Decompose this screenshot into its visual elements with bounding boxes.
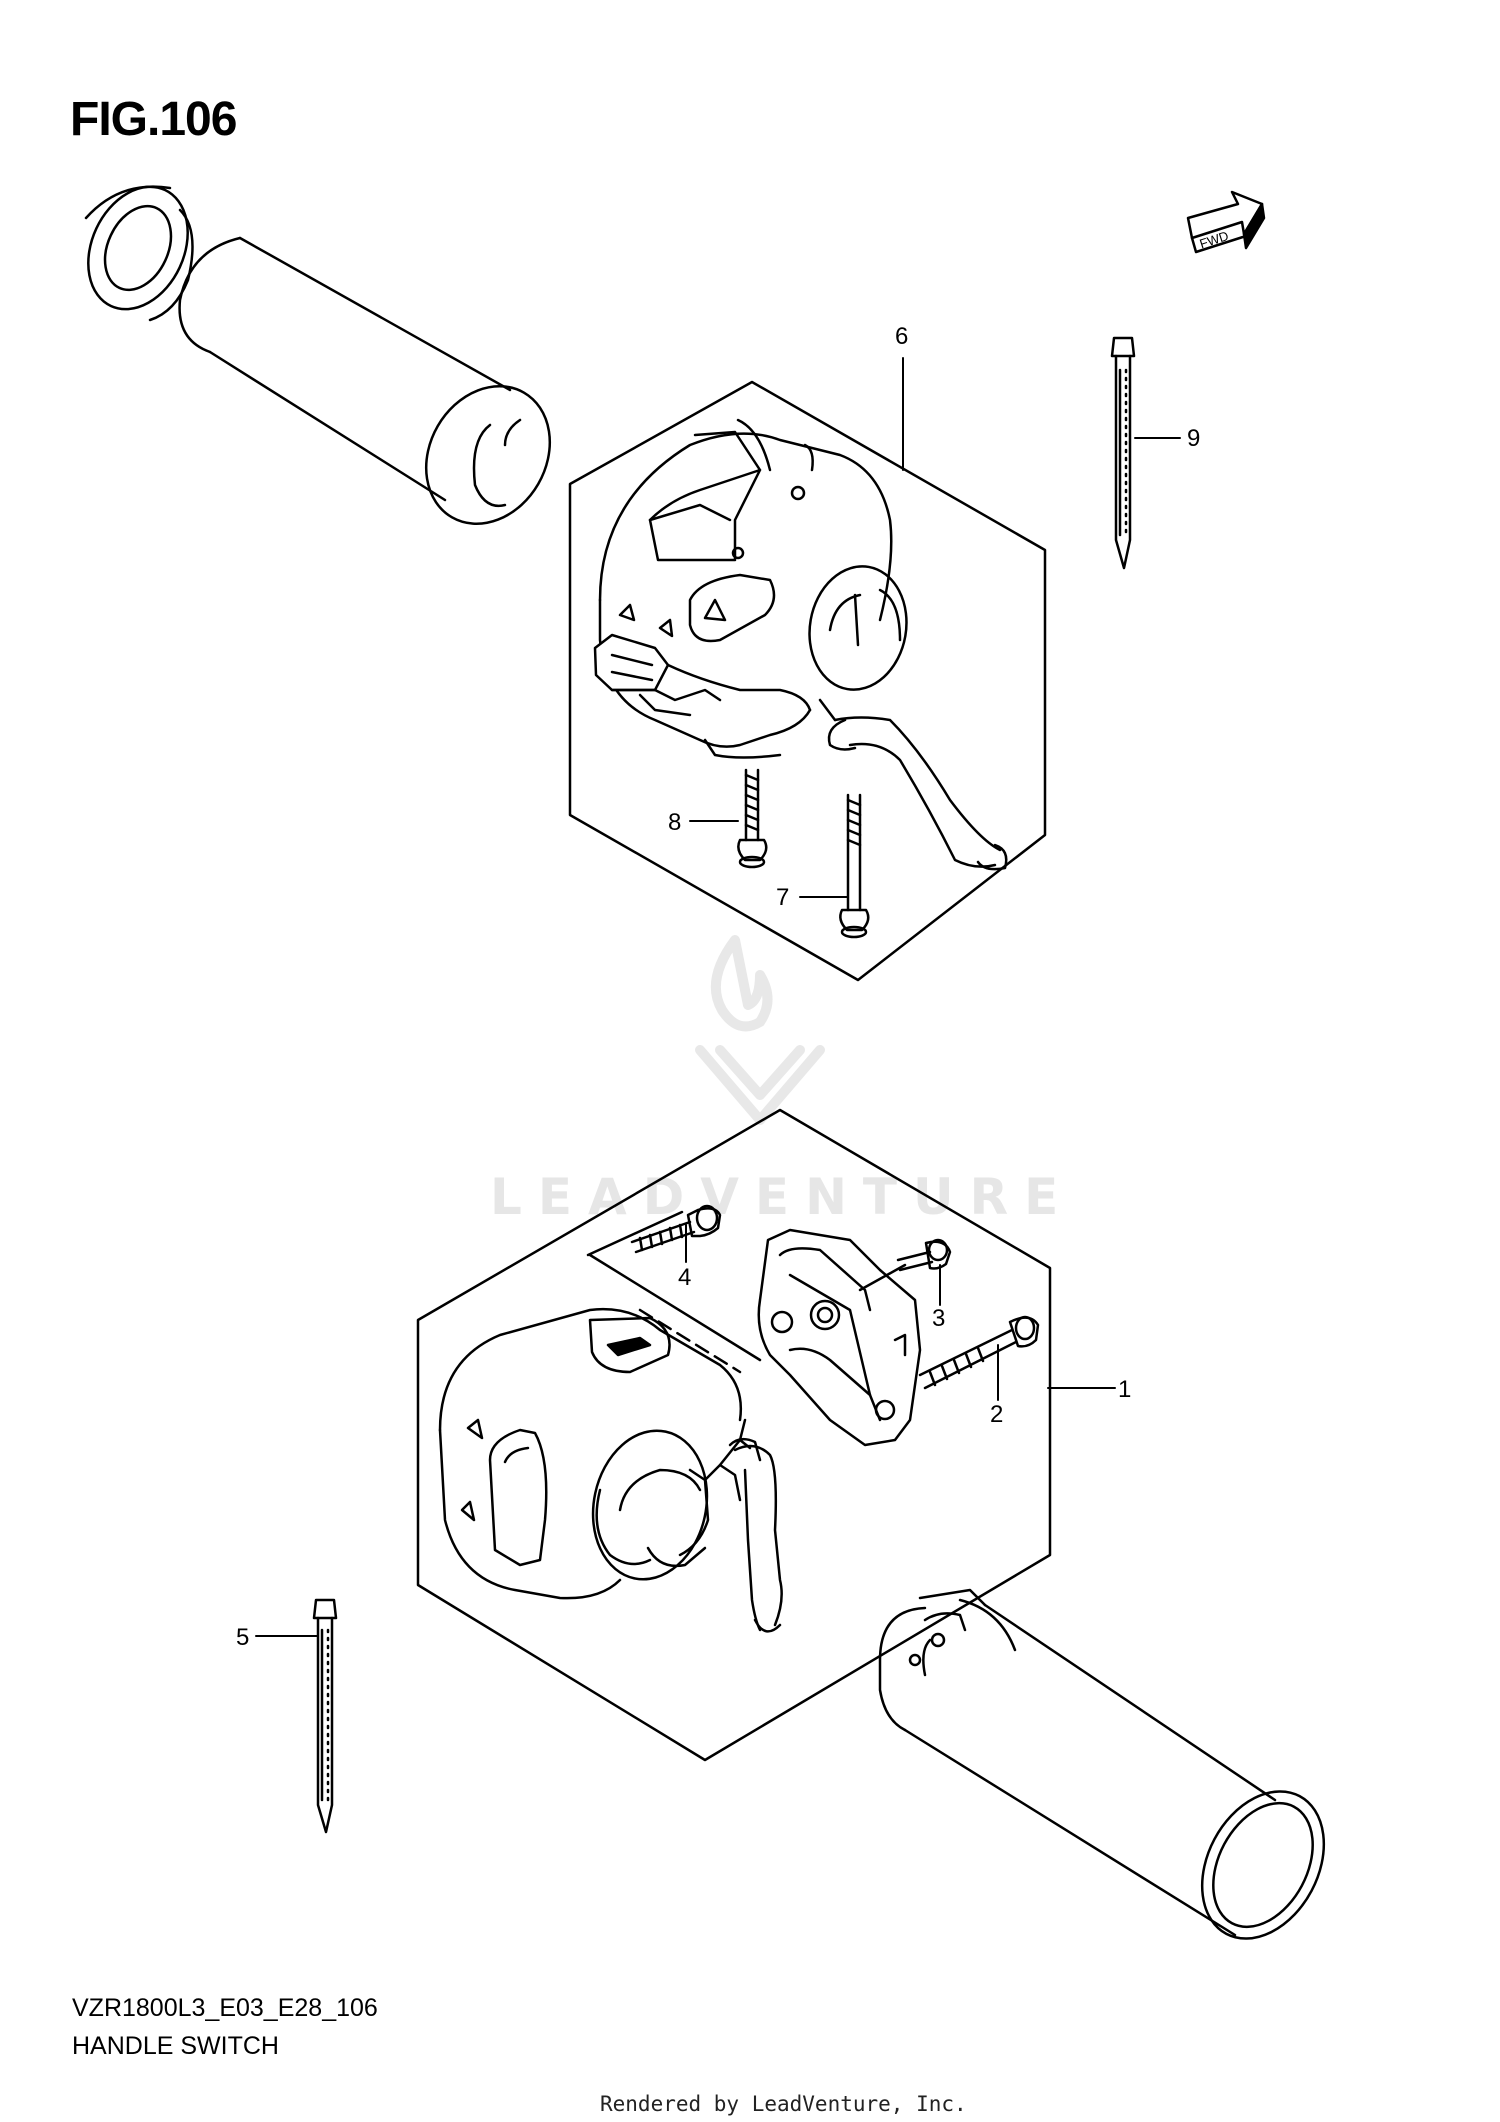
screw-4-shape	[630, 1204, 722, 1254]
leader-lines	[255, 357, 1181, 1637]
callout-labels: 1 2 3 4 5 6 7 8 9	[236, 323, 1200, 1651]
screw-7-shape	[839, 793, 870, 939]
screw-3-shape	[896, 1238, 952, 1272]
screw-8-shape	[737, 768, 768, 869]
callout-8: 8	[668, 809, 681, 836]
callout-2: 2	[990, 1401, 1003, 1428]
switch-cover-plate	[757, 1228, 922, 1447]
right-switch-cable	[827, 716, 1008, 871]
left-switch-housing	[438, 1308, 752, 1600]
callout-5: 5	[236, 1624, 249, 1651]
throttle-grip-top	[178, 236, 552, 526]
left-switch-cable	[728, 1437, 783, 1633]
screw-2-shape	[918, 1315, 1040, 1390]
callout-4: 4	[678, 1264, 691, 1291]
watermark-logo	[695, 935, 825, 1125]
model-code: VZR1800L3_E03_E28_106	[72, 1994, 378, 2022]
assembly-box-6	[568, 380, 1047, 982]
fwd-arrow-icon	[1186, 190, 1266, 254]
cable-tie-9-shape	[1110, 336, 1136, 570]
assembly-box-1	[416, 1108, 1052, 1762]
explode-lines	[586, 1210, 907, 1374]
handlebar-end-cap	[84, 185, 194, 322]
callout-3: 3	[932, 1305, 945, 1332]
figure-name: HANDLE SWITCH	[72, 2032, 279, 2060]
callout-7: 7	[776, 884, 789, 911]
cable-tie-5-shape	[312, 1598, 338, 1834]
figure-title: FIG.106	[70, 93, 237, 146]
right-switch-housing	[593, 418, 908, 759]
callout-6: 6	[895, 323, 908, 350]
left-grip-bottom	[878, 1588, 1326, 1940]
render-credit: Rendered by LeadVenture, Inc.	[600, 2092, 967, 2116]
callout-1: 1	[1118, 1376, 1131, 1403]
callout-9: 9	[1187, 425, 1200, 452]
